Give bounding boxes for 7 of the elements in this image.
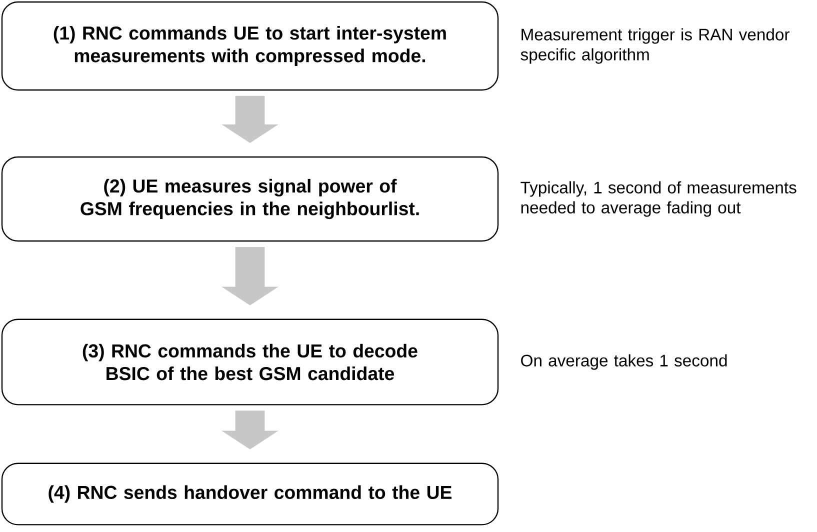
process-box: (4) RNC sends handover command to the UE (1, 462, 499, 526)
side-note: Measurement trigger is RAN vendor specific algorithm (520, 28, 790, 64)
process-box: (2) UE measures signal power of GSM frequencies in the neighbourlist. (1, 156, 499, 242)
process-box: (3) RNC commands the UE to decode BSIC of the best GSM candidate (1, 318, 499, 406)
side-note: Typically, 1 second of measurements needed to average fading out (520, 181, 796, 217)
side-note: On average takes 1 second (521, 354, 727, 370)
process-box: (1) RNC commands UE to start inter-system measurements with compressed mode. (1, 1, 499, 91)
